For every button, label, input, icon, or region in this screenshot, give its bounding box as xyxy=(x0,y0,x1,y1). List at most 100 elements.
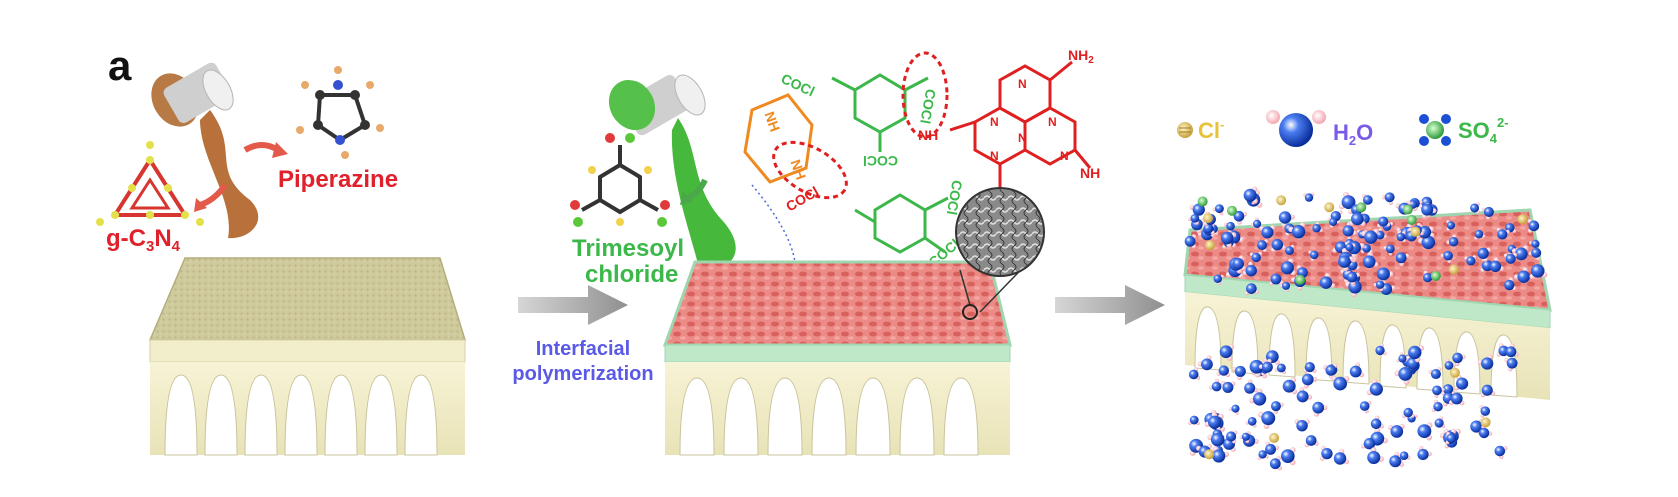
water-molecule xyxy=(1480,384,1496,398)
water-molecule xyxy=(1388,423,1405,438)
water-molecule xyxy=(1265,441,1279,455)
water-molecule xyxy=(1338,255,1354,272)
water-molecule xyxy=(1270,401,1284,415)
water-molecule xyxy=(1478,424,1493,439)
water-molecule xyxy=(1446,234,1459,247)
water-molecule xyxy=(1188,367,1201,380)
water-molecule xyxy=(1197,355,1213,371)
sulfate-ion xyxy=(1197,196,1208,207)
water-molecule xyxy=(1432,385,1445,398)
water-molecule xyxy=(1395,252,1410,267)
chloride-ion xyxy=(1204,240,1215,251)
chloride-ion xyxy=(1448,264,1459,275)
water-molecule xyxy=(1244,283,1259,296)
water-molecule xyxy=(1513,267,1530,283)
water-molecule xyxy=(1333,448,1349,465)
sulfate-ion xyxy=(1226,205,1237,216)
piperazine-n-label-1: NH xyxy=(761,109,783,133)
water-molecule xyxy=(1249,251,1263,263)
water-molecule xyxy=(1312,221,1323,233)
water-molecule xyxy=(1445,431,1456,445)
water-molecule xyxy=(1361,228,1379,244)
process-label-line1: Interfacial xyxy=(536,338,630,360)
water-molecule xyxy=(1269,456,1283,471)
water-molecule xyxy=(1220,231,1237,248)
water-molecule xyxy=(1503,252,1518,264)
water-molecule xyxy=(1188,213,1200,225)
sulfate-ion xyxy=(1295,274,1306,285)
water-molecule xyxy=(1359,400,1372,414)
water-molecule xyxy=(1377,216,1391,228)
water-molecule xyxy=(1396,231,1406,243)
nh2-label: NH2 xyxy=(1068,47,1094,66)
chloride-ion xyxy=(1517,214,1528,225)
water-molecule xyxy=(1349,362,1365,378)
curved-arrow-to-piperazine xyxy=(243,142,288,158)
water-molecule xyxy=(1294,419,1310,432)
water-molecule xyxy=(1288,222,1306,239)
water-molecule xyxy=(1362,251,1379,269)
chemical-structure xyxy=(743,51,1092,263)
water-molecule xyxy=(1454,374,1469,391)
heptazine-n-2: N xyxy=(990,115,999,129)
water-molecule xyxy=(1229,404,1240,415)
piperazine-n-label-2: NH xyxy=(787,157,809,181)
sulfate-ion xyxy=(1406,214,1417,225)
water-molecule xyxy=(1505,343,1519,358)
water-molecule xyxy=(1381,192,1395,205)
water-molecule xyxy=(1327,217,1338,228)
water-molecule xyxy=(1257,239,1269,253)
curved-arrow-to-gcn xyxy=(194,183,228,212)
water-molecule xyxy=(1389,451,1405,468)
composite-membrane-2 xyxy=(662,260,1012,456)
sulfate-ion xyxy=(1356,202,1367,213)
legend-h2o-label: H2O xyxy=(1333,120,1373,148)
water-molecule xyxy=(1489,257,1504,273)
water-molecule xyxy=(1312,401,1328,417)
water-molecule xyxy=(1375,343,1387,356)
water-molecule xyxy=(1444,358,1456,370)
water-molecule xyxy=(1464,255,1477,266)
heptazine-n-5: N xyxy=(990,149,999,163)
water-molecule xyxy=(1213,274,1224,286)
water-molecule xyxy=(1331,375,1350,391)
gcn-molecule-icon xyxy=(96,141,204,226)
water-molecule xyxy=(1477,354,1494,370)
water-molecule xyxy=(1446,220,1456,231)
water-molecule xyxy=(1481,206,1494,220)
water-molecule xyxy=(1258,411,1276,429)
cocl-label-2: COCl xyxy=(863,153,898,169)
legend-so4-label: SO42- xyxy=(1458,115,1509,146)
water-molecule xyxy=(1396,352,1407,363)
water-molecule xyxy=(1504,277,1517,291)
support-membrane-1 xyxy=(148,257,467,456)
water-molecule xyxy=(1220,380,1236,393)
water-molecule xyxy=(1226,430,1238,444)
water-molecule xyxy=(1188,415,1200,426)
water-molecule xyxy=(1496,227,1510,240)
water-molecule xyxy=(1479,405,1491,418)
water-molecule xyxy=(1280,258,1296,276)
water-molecule xyxy=(1301,373,1317,389)
water-molecule xyxy=(1348,212,1366,227)
water-molecule xyxy=(1470,202,1480,214)
legend-h2o: H2O xyxy=(1266,110,1373,148)
curved-arrow-to-tmc xyxy=(680,178,708,205)
water-molecule xyxy=(1319,272,1336,289)
pouring-cup-green xyxy=(608,74,736,272)
water-molecule xyxy=(1452,352,1466,367)
panel-letter: a xyxy=(108,42,132,89)
water-molecule xyxy=(1219,344,1235,361)
water-molecule xyxy=(1494,445,1508,460)
water-molecule xyxy=(1394,366,1413,385)
water-molecule xyxy=(1232,365,1246,381)
water-molecule xyxy=(1408,345,1424,363)
chloride-ion xyxy=(1276,195,1287,206)
water-molecule xyxy=(1303,192,1315,202)
process-arrow-2 xyxy=(1055,285,1165,325)
water-molecule xyxy=(1243,186,1258,204)
water-molecule xyxy=(1323,363,1338,376)
water-molecule xyxy=(1239,432,1251,443)
water-molecule xyxy=(1212,204,1224,216)
water-molecule xyxy=(1528,247,1542,261)
